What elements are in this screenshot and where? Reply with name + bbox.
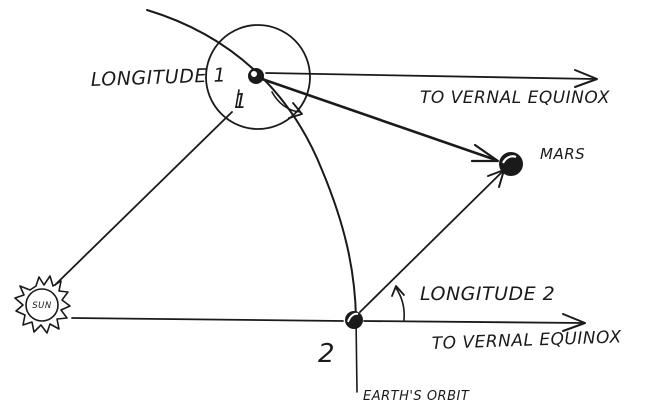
vernal-equinox-label-2: TO VERNAL EQUINOX <box>431 327 622 354</box>
longitude2-label: LONGITUDE 2 <box>420 283 555 305</box>
earths-orbit-label: EARTH'S ORBIT <box>363 389 470 404</box>
sun-label: SUN <box>32 301 52 311</box>
longitude1-angle-arc <box>272 92 300 112</box>
earth1-icon <box>248 68 264 84</box>
mars-icon <box>499 152 523 176</box>
sun-to-earth2-line <box>72 318 343 321</box>
longitude1-label: LONGITUDE 1 <box>90 64 226 91</box>
earth2-icon <box>345 311 363 329</box>
position-2-label: 2 <box>318 339 335 369</box>
position-1-label: 1 <box>234 89 247 113</box>
sun-to-earth1-line <box>55 112 232 285</box>
mars-label: MARS <box>540 145 585 163</box>
vernal-line-2 <box>364 321 583 323</box>
orbit-label-leader <box>356 318 357 392</box>
vernal-equinox-label-1: TO VERNAL EQUINOX <box>420 88 610 108</box>
vernal-line-1 <box>266 73 595 79</box>
